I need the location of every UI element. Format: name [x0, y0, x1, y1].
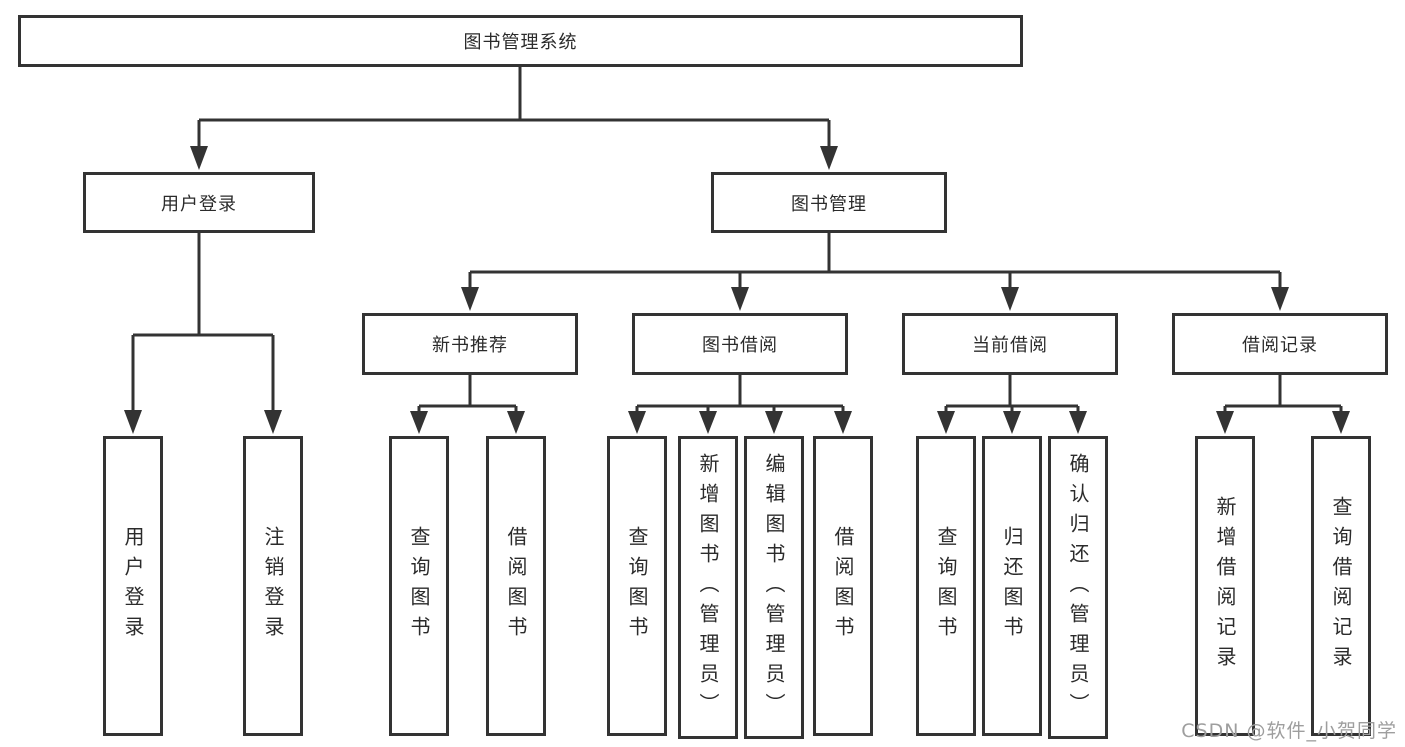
arrow-down-icon	[1271, 287, 1289, 311]
node-label: 查询图书	[934, 526, 958, 646]
arrow-down-icon	[507, 411, 525, 434]
node-label: 注销登录	[261, 526, 285, 646]
node-label: 用户登录	[161, 193, 237, 215]
node-label: 新书推荐	[432, 335, 508, 356]
arrow-down-icon	[628, 411, 646, 434]
node-user-login: 用户登录	[83, 172, 315, 233]
node-label: 当前借阅	[972, 335, 1048, 356]
node-borrowing-records: 借阅记录	[1172, 313, 1388, 375]
node-label: 归还图书	[1000, 526, 1024, 646]
node-label: 借阅图书	[504, 526, 528, 646]
edge-user-login-to-children	[124, 233, 282, 434]
arrow-down-icon	[410, 411, 428, 434]
leaf-add-borrow-record: 新增借阅记录	[1195, 436, 1255, 736]
node-book-management: 图书管理	[711, 172, 947, 233]
node-label: 用户登录	[121, 526, 145, 646]
leaf-logout: 注销登录	[243, 436, 303, 736]
edge-current-borrowing-to-children	[937, 375, 1087, 434]
arrow-down-icon	[834, 411, 852, 434]
node-label: 查询借阅记录	[1329, 496, 1353, 676]
arrow-down-icon	[264, 410, 282, 434]
arrow-down-icon	[731, 287, 749, 311]
arrow-down-icon	[1001, 287, 1019, 311]
node-label: 查询图书	[625, 526, 649, 646]
node-label: 新增借阅记录	[1213, 496, 1237, 676]
leaf-borrow-books-borrowing: 借阅图书	[813, 436, 873, 736]
leaf-query-books-current: 查询图书	[916, 436, 976, 736]
leaf-user-login: 用户登录	[103, 436, 163, 736]
arrow-down-icon	[765, 411, 783, 434]
leaf-query-books-recommend: 查询图书	[389, 436, 449, 736]
node-new-book-recommendation: 新书推荐	[362, 313, 578, 375]
node-label: 图书管理	[791, 193, 867, 215]
arrow-down-icon	[699, 411, 717, 434]
node-label: 新增图书（管理员）	[696, 452, 720, 723]
node-label: 图书管理系统	[463, 32, 578, 53]
arrow-down-icon	[461, 287, 479, 311]
node-label: 确认归还（管理员）	[1066, 452, 1090, 723]
leaf-edit-books-admin: 编辑图书（管理员）	[744, 436, 804, 739]
edge-book-management-to-level3	[461, 233, 1289, 311]
node-library-management-system: 图书管理系统	[18, 15, 1023, 67]
leaf-return-books: 归还图书	[982, 436, 1042, 736]
watermark: CSDN @软件_小贺同学	[1181, 720, 1397, 742]
arrow-down-icon	[1003, 411, 1021, 434]
leaf-query-books-borrowing: 查询图书	[607, 436, 667, 736]
node-book-borrowing: 图书借阅	[632, 313, 848, 375]
node-label: 图书借阅	[702, 335, 778, 356]
arrow-down-icon	[1332, 411, 1350, 434]
node-label: 编辑图书（管理员）	[762, 452, 786, 723]
edge-root-to-level2	[190, 67, 838, 170]
edge-borrowing-records-to-children	[1216, 375, 1350, 434]
arrow-down-icon	[1216, 411, 1234, 434]
node-current-borrowing: 当前借阅	[902, 313, 1118, 375]
leaf-query-borrow-record: 查询借阅记录	[1311, 436, 1371, 736]
node-label: 查询图书	[407, 526, 431, 646]
edge-new-book-recommendation-to-children	[410, 375, 525, 434]
node-label: 借阅记录	[1242, 335, 1318, 356]
arrow-down-icon	[124, 410, 142, 434]
arrow-down-icon	[190, 146, 208, 170]
edge-book-borrowing-to-children	[628, 375, 852, 434]
arrow-down-icon	[820, 146, 838, 170]
node-label: 借阅图书	[831, 526, 855, 646]
leaf-confirm-return-admin: 确认归还（管理员）	[1048, 436, 1108, 739]
arrow-down-icon	[937, 411, 955, 434]
arrow-down-icon	[1069, 411, 1087, 434]
leaf-borrow-books-recommend: 借阅图书	[486, 436, 546, 736]
leaf-add-books-admin: 新增图书（管理员）	[678, 436, 738, 739]
